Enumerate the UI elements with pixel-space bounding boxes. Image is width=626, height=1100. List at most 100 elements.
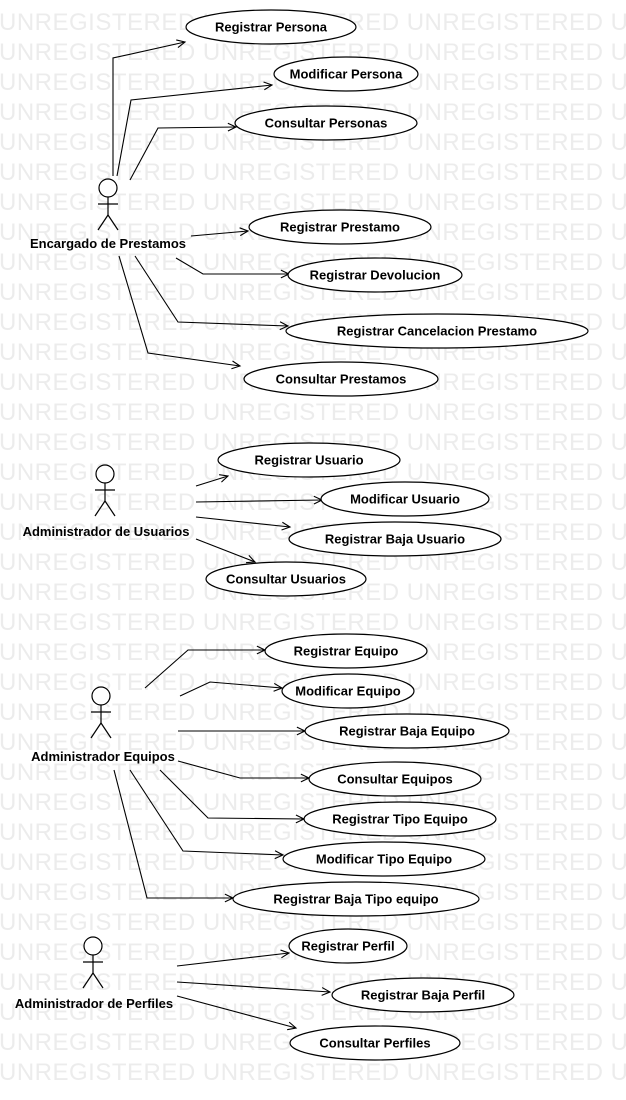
use-case-label: Modificar Usuario: [350, 492, 460, 507]
use-case-ellipse[interactable]: [288, 521, 502, 557]
association-line-uc1: [112, 41, 186, 176]
use-case-ellipse[interactable]: [304, 713, 510, 749]
use-case-ellipse[interactable]: [234, 105, 418, 141]
use-case-uc6[interactable]: Registrar Cancelacion Prestamo: [285, 313, 589, 349]
watermark-text: UNREGISTERED UNREGISTERED UNREGISTERED U…: [0, 1059, 626, 1086]
arrowhead-uc21: [287, 1021, 298, 1031]
association-line-uc8: [195, 475, 229, 487]
actor-name: Administrador de Usuarios: [23, 524, 190, 539]
association-line-uc5: [175, 257, 289, 275]
use-case-uc13[interactable]: Modificar Equipo: [281, 673, 415, 709]
use-case-label: Registrar Baja Tipo equipo: [273, 892, 438, 907]
use-case-label: Consultar Equipos: [337, 772, 453, 787]
use-case-ellipse[interactable]: [273, 56, 419, 92]
use-case-uc10[interactable]: Registrar Baja Usuario: [288, 521, 502, 557]
association-line-uc17: [129, 769, 284, 856]
use-case-label: Registrar Baja Equipo: [339, 724, 475, 739]
use-case-ellipse[interactable]: [308, 761, 482, 797]
use-case-label: Modificar Equipo: [295, 684, 401, 699]
association-line-uc19: [176, 952, 290, 967]
use-case-ellipse[interactable]: [331, 977, 515, 1013]
use-case-label: Registrar Cancelacion Prestamo: [337, 324, 537, 339]
watermark-text: UNREGISTERED UNREGISTERED UNREGISTERED U…: [0, 969, 626, 996]
actor-admin-perfiles[interactable]: Administrador de Perfiles: [15, 936, 173, 1011]
arrowhead-uc17: [274, 850, 285, 860]
use-case-uc19[interactable]: Registrar Perfil: [288, 928, 408, 964]
association-line-uc21: [176, 995, 297, 1029]
associations: [112, 39, 332, 1031]
use-case-uc20[interactable]: Registrar Baja Perfil: [331, 977, 515, 1013]
watermark-text: UNREGISTERED UNREGISTERED UNREGISTERED U…: [0, 159, 626, 186]
use-case-uc7[interactable]: Consultar Prestamos: [243, 361, 439, 397]
use-case-label: Registrar Tipo Equipo: [332, 812, 468, 827]
use-case-ellipse[interactable]: [288, 928, 408, 964]
use-case-uc1[interactable]: Registrar Persona: [185, 9, 357, 45]
use-case-uc8[interactable]: Registrar Usuario: [217, 442, 401, 478]
use-case-uc16[interactable]: Registrar Tipo Equipo: [303, 801, 497, 837]
association-line-uc10: [195, 516, 291, 528]
use-case-uc3[interactable]: Consultar Personas: [234, 105, 418, 141]
use-case-ellipse[interactable]: [248, 209, 432, 245]
use-case-ellipse[interactable]: [205, 561, 367, 597]
association-line-uc2: [116, 84, 273, 177]
use-case-uc18[interactable]: Registrar Baja Tipo equipo: [232, 881, 480, 917]
use-case-label: Registrar Prestamo: [280, 220, 400, 235]
actor-stick-figure-icon[interactable]: [94, 464, 116, 517]
association-line-uc3: [129, 126, 237, 181]
use-case-uc17[interactable]: Modificar Tipo Equipo: [282, 841, 486, 877]
watermark-text: UNREGISTERED UNREGISTERED UNREGISTERED U…: [0, 489, 626, 516]
use-case-uc14[interactable]: Registrar Baja Equipo: [304, 713, 510, 749]
use-case-ellipse[interactable]: [243, 361, 439, 397]
actor-stick-figure-icon[interactable]: [90, 686, 112, 739]
use-case-ellipse[interactable]: [185, 9, 357, 45]
arrowhead-uc19: [280, 949, 291, 959]
actor-admin-equipos[interactable]: Administrador Equipos: [31, 686, 175, 764]
association-line-uc13: [179, 681, 283, 697]
watermark-text: UNREGISTERED UNREGISTERED UNREGISTERED U…: [0, 999, 626, 1026]
arrowhead-uc13: [273, 682, 284, 692]
arrowhead-uc6: [279, 321, 290, 331]
arrowhead-uc3: [227, 122, 238, 132]
actor-stick-figure-icon[interactable]: [97, 178, 119, 231]
use-case-ellipse[interactable]: [264, 633, 428, 669]
watermark-text: UNREGISTERED UNREGISTERED UNREGISTERED U…: [0, 399, 626, 426]
arrowhead-uc2: [263, 81, 274, 91]
use-case-ellipse[interactable]: [303, 801, 497, 837]
association-line-uc7: [118, 255, 241, 367]
association-line-uc4: [190, 230, 249, 237]
use-case-uc15[interactable]: Consultar Equipos: [308, 761, 482, 797]
actor-stick-figure-icon[interactable]: [82, 936, 104, 989]
use-case-ellipse[interactable]: [232, 881, 480, 917]
use-case-label: Consultar Personas: [265, 116, 388, 131]
actor-name: Encargado de Prestamos: [30, 236, 186, 251]
use-case-uc2[interactable]: Modificar Persona: [273, 56, 419, 92]
actor-name: Administrador de Perfiles: [15, 996, 173, 1011]
use-case-ellipse[interactable]: [217, 442, 401, 478]
association-line-uc12: [144, 649, 265, 689]
actor-name: Administrador Equipos: [31, 749, 175, 764]
use-case-label: Registrar Baja Usuario: [325, 532, 465, 547]
association-line-uc18: [113, 769, 233, 899]
actor-admin-usuarios[interactable]: Administrador de Usuarios: [23, 464, 190, 539]
use-case-label: Registrar Equipo: [294, 644, 399, 659]
association-line-uc9: [195, 499, 323, 503]
use-case-ellipse[interactable]: [282, 841, 486, 877]
actor-encargado[interactable]: Encargado de Prestamos: [30, 178, 186, 251]
use-case-ellipse[interactable]: [285, 313, 589, 349]
use-case-uc12[interactable]: Registrar Equipo: [264, 633, 428, 669]
use-case-uc5[interactable]: Registrar Devolucion: [287, 257, 463, 293]
use-case-ellipse[interactable]: [320, 481, 490, 517]
arrowhead-uc4: [239, 227, 250, 237]
use-case-label: Consultar Usuarios: [226, 572, 346, 587]
use-case-label: Registrar Baja Perfil: [361, 988, 485, 1003]
use-case-ellipse[interactable]: [289, 1025, 461, 1061]
use-case-uc11[interactable]: Consultar Usuarios: [205, 561, 367, 597]
arrowhead-uc8: [219, 474, 230, 483]
use-case-uc9[interactable]: Modificar Usuario: [320, 481, 490, 517]
use-case-uc21[interactable]: Consultar Perfiles: [289, 1025, 461, 1061]
use-case-uc4[interactable]: Registrar Prestamo: [248, 209, 432, 245]
use-case-ellipse[interactable]: [281, 673, 415, 709]
use-case-ellipse[interactable]: [287, 257, 463, 293]
